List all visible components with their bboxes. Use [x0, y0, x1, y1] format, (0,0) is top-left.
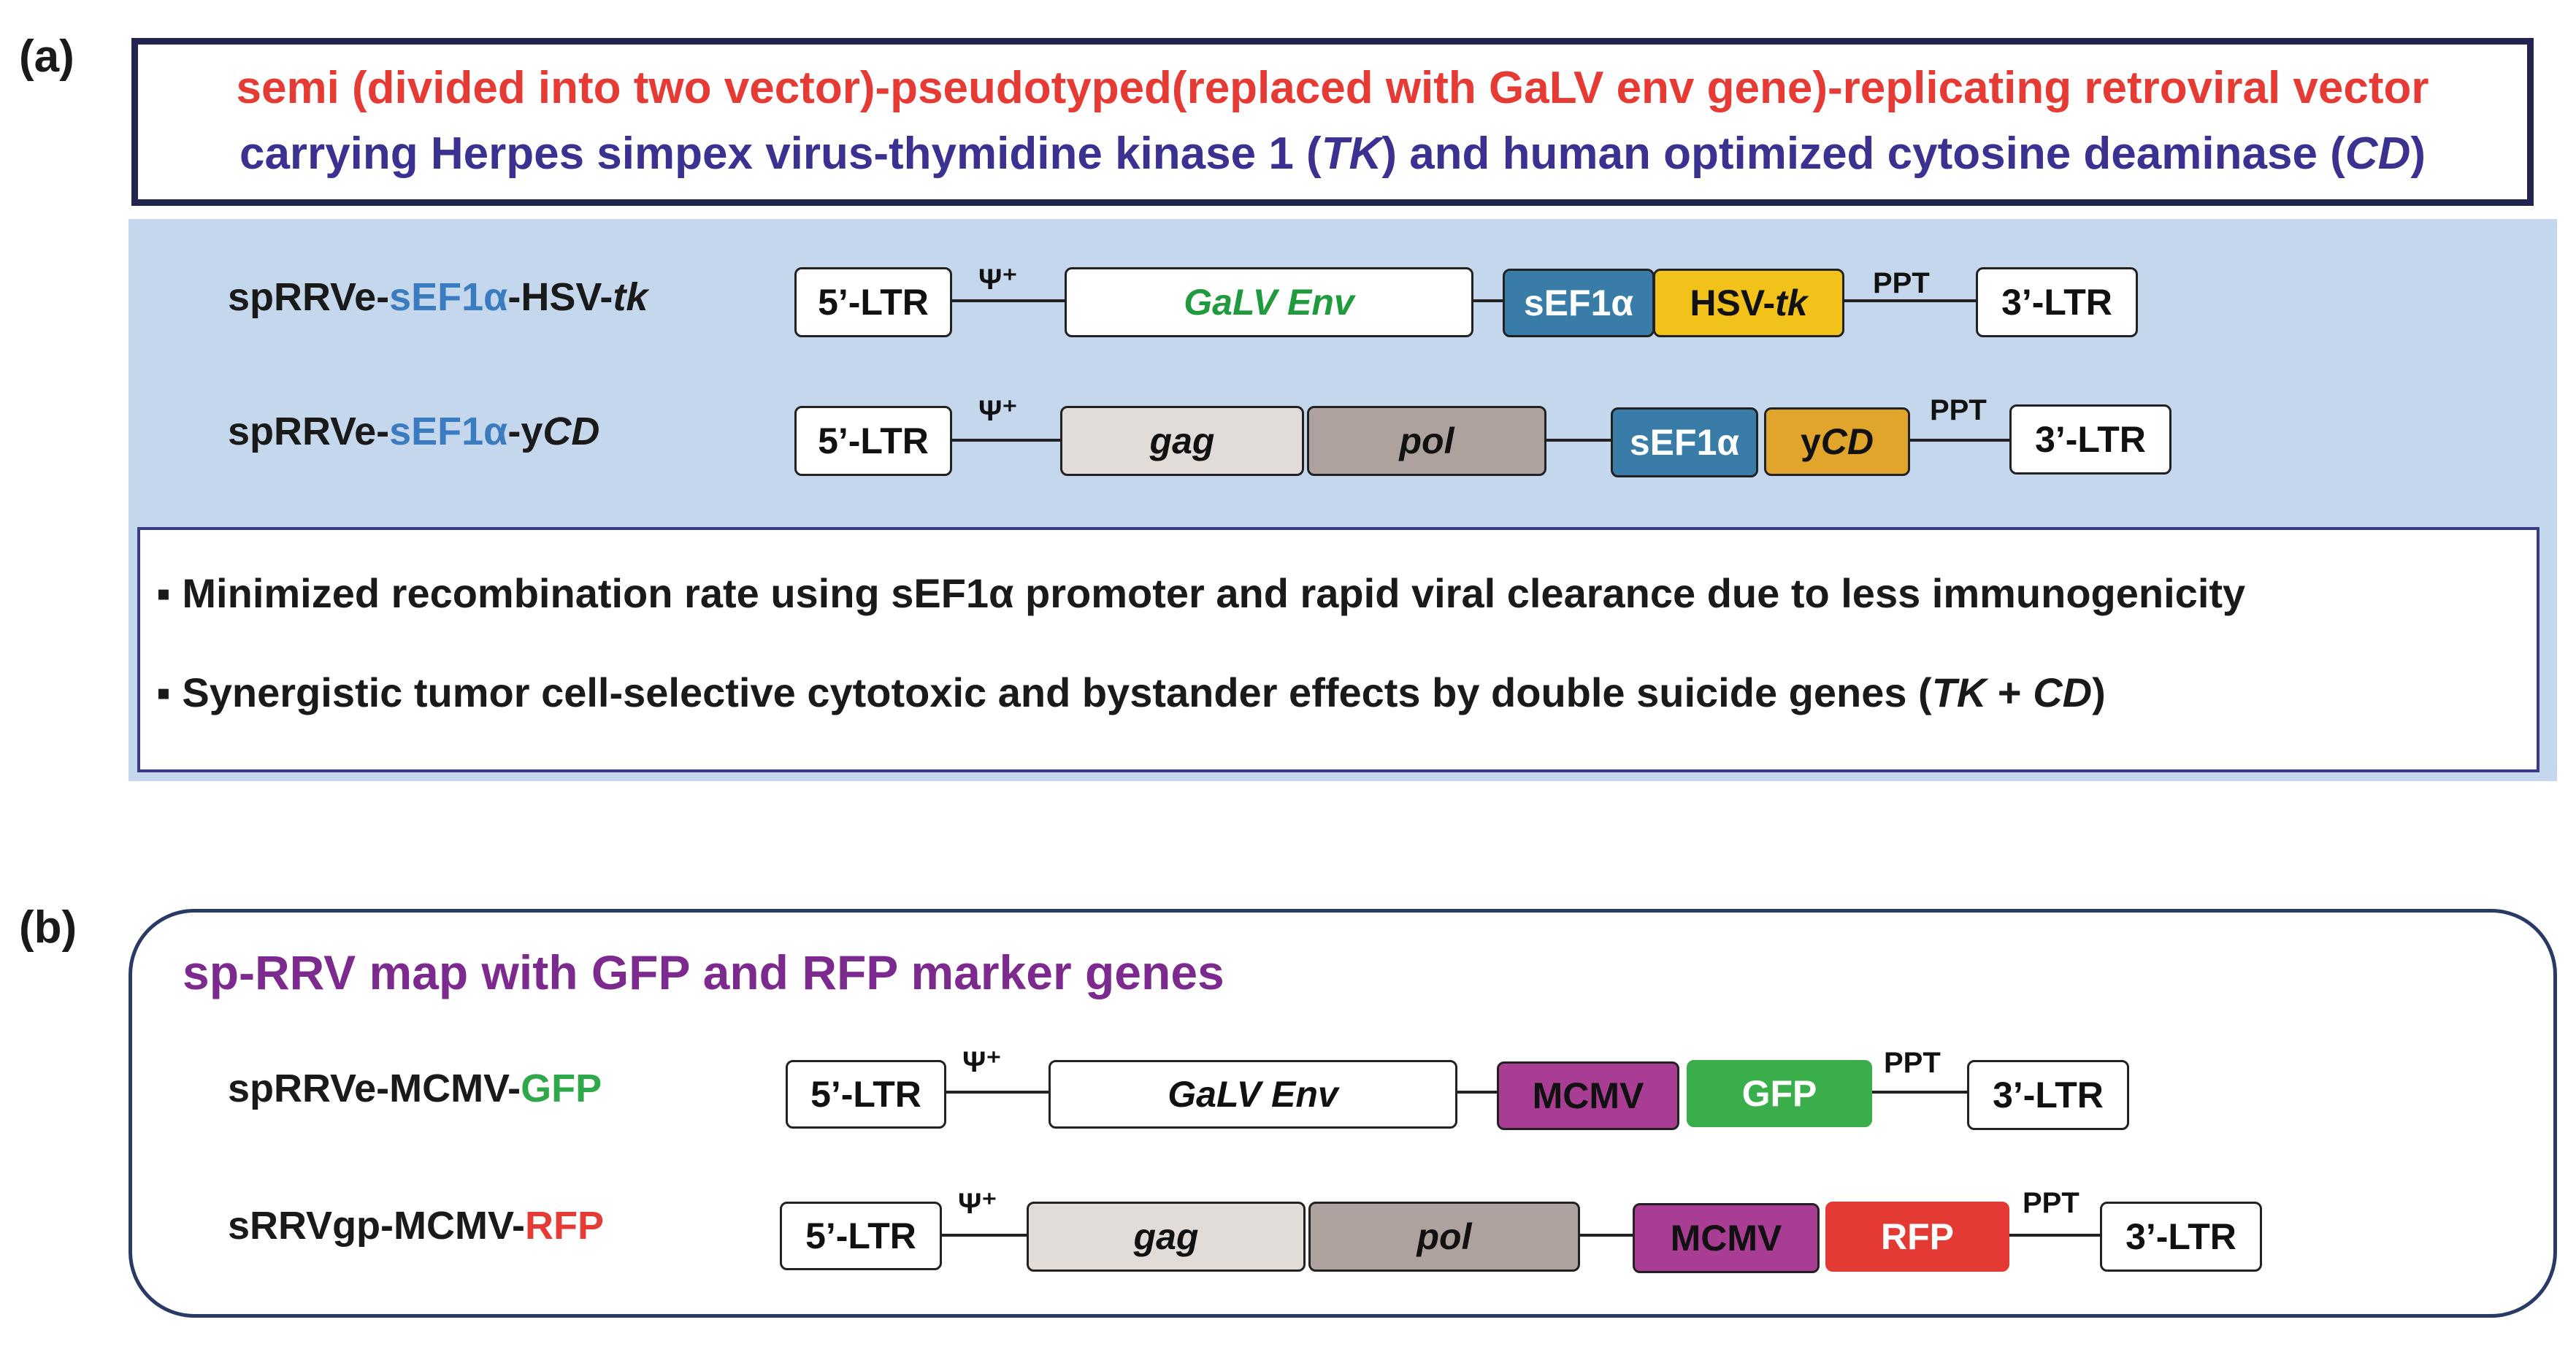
vector-b1-ppt: PPT [1884, 1047, 1941, 1079]
vector-b2-psi: Ψ⁺ [958, 1188, 997, 1220]
vector-a1-gene-pre: HSV- [1690, 283, 1776, 323]
bullet-2-text: ▪ Synergistic tumor cell-selective cytot… [156, 669, 1932, 715]
vector-a2-3ltr: 3’-LTR [2009, 404, 2171, 475]
vector-b1-line-2 [1453, 1091, 1497, 1094]
bullet-2-end: ) [2092, 669, 2106, 715]
vector-a2-gene-pre: y [1800, 421, 1821, 462]
bullet-2-cd: CD [2033, 669, 2093, 715]
vector-b2-line-2 [1577, 1234, 1636, 1237]
title-line2-post: ) [2410, 128, 2426, 179]
vector-a1-hsv-tk: HSV-tk [1653, 269, 1844, 337]
vector-a2-name-mid: -y [507, 410, 543, 453]
vector-b1-name: spRRVe-MCMV-GFP [228, 1066, 602, 1111]
vector-a1-psi: Ψ⁺ [978, 264, 1018, 296]
vector-a2-name-promoter: sEF1α [389, 410, 508, 453]
bullet-2: ▪ Synergistic tumor cell-selective cytot… [156, 669, 2106, 716]
vector-b2-name-pre: sRRVgp-MCMV- [228, 1204, 526, 1248]
vector-b2-gag: gag [1027, 1202, 1306, 1272]
panel-a-title-line2: carrying Herpes simpex virus-thymidine k… [138, 128, 2527, 180]
vector-a1-galv-env: GaLV Env [1065, 267, 1473, 337]
vector-a1-sef1a: sEF1α [1503, 269, 1655, 337]
vector-a1-name-pre: spRRVe- [228, 275, 390, 319]
vector-a2-line-1 [949, 439, 1063, 442]
vector-a1-3ltr: 3’-LTR [1976, 267, 2138, 337]
vector-b1-mcmv: MCMV [1497, 1061, 1679, 1130]
vector-b2-ppt: PPT [2023, 1187, 2079, 1219]
vector-b1-3ltr: 3’-LTR [1967, 1060, 2129, 1130]
vector-a1-gene-it: tk [1775, 283, 1808, 323]
bullet-2-tk: TK [1931, 669, 1987, 715]
vector-a2-name-gene: CD [543, 410, 600, 453]
vector-b2-3ltr: 3’-LTR [2100, 1202, 2262, 1272]
vector-b1-line-3 [1869, 1091, 1971, 1094]
title-line2-mid: ) and human optimized cytosine deaminase… [1381, 128, 2345, 179]
vector-a1-name: spRRVe-sEF1α-HSV-tk [228, 274, 648, 320]
title-line2-pre: carrying Herpes simpex virus-thymidine k… [239, 128, 1322, 179]
panel-a-label: (a) [19, 31, 74, 82]
bullet-1: ▪ Minimized recombination rate using sEF… [156, 570, 2246, 616]
vector-a2-psi: Ψ⁺ [978, 395, 1018, 427]
vector-b1-galv-env: GaLV Env [1049, 1060, 1457, 1129]
vector-b2-line-1 [939, 1234, 1030, 1237]
vector-a2-gene-it: CD [1820, 421, 1874, 462]
vector-a2-name-pre: spRRVe- [228, 410, 390, 453]
vector-a1-name-gene: tk [613, 275, 648, 319]
vector-b2-name-marker: RFP [525, 1204, 605, 1248]
bullet-2-plus: + [1986, 669, 2033, 715]
panel-b-label: (b) [19, 902, 77, 953]
vector-b1-name-pre: spRRVe-MCMV- [228, 1067, 521, 1110]
panel-a-title-line1: semi (divided into two vector)-pseudotyp… [236, 63, 2429, 113]
vector-b1-name-marker: GFP [521, 1067, 602, 1110]
vector-a1-5ltr: 5’-LTR [794, 267, 952, 337]
title-line2-cd: CD [2345, 128, 2411, 179]
vector-b1-line-1 [942, 1091, 1051, 1094]
vector-a2-name: spRRVe-sEF1α-yCD [228, 409, 599, 454]
vector-a1-line-2 [1468, 299, 1504, 302]
vector-b1-psi: Ψ⁺ [962, 1046, 1002, 1078]
vector-a1-name-mid: -HSV- [507, 275, 613, 319]
vector-a1-line-1 [949, 299, 1066, 302]
panel-a-title-box: semi (divided into two vector)-pseudotyp… [131, 38, 2534, 206]
vector-a2-gag: gag [1060, 406, 1304, 476]
vector-b2-name: sRRVgp-MCMV-RFP [228, 1203, 604, 1248]
vector-b1-gfp: GFP [1687, 1060, 1872, 1127]
vector-a2-pol: pol [1307, 406, 1546, 476]
vector-a1-line-3 [1840, 299, 1979, 302]
vector-b2-pol: pol [1308, 1202, 1580, 1272]
panel-a-bullet-box: ▪ Minimized recombination rate using sEF… [137, 527, 2539, 772]
vector-a2-line-2 [1541, 439, 1614, 442]
panel-b-title: sp-RRV map with GFP and RFP marker genes [183, 945, 1224, 999]
vector-b2-mcmv: MCMV [1633, 1203, 1820, 1273]
vector-a1-name-promoter: sEF1α [389, 275, 508, 319]
vector-a2-5ltr: 5’-LTR [794, 406, 952, 476]
vector-b2-rfp: RFP [1825, 1202, 2009, 1272]
vector-b2-5ltr: 5’-LTR [780, 1202, 942, 1270]
vector-b2-line-3 [2004, 1234, 2103, 1237]
vector-a2-ppt: PPT [1930, 394, 1987, 426]
vector-b1-5ltr: 5’-LTR [786, 1060, 946, 1129]
vector-a2-sef1a: sEF1α [1611, 407, 1758, 477]
vector-a1-ppt: PPT [1873, 267, 1930, 299]
vector-a2-line-3 [1906, 439, 2015, 442]
title-line2-tk: TK [1321, 128, 1382, 179]
